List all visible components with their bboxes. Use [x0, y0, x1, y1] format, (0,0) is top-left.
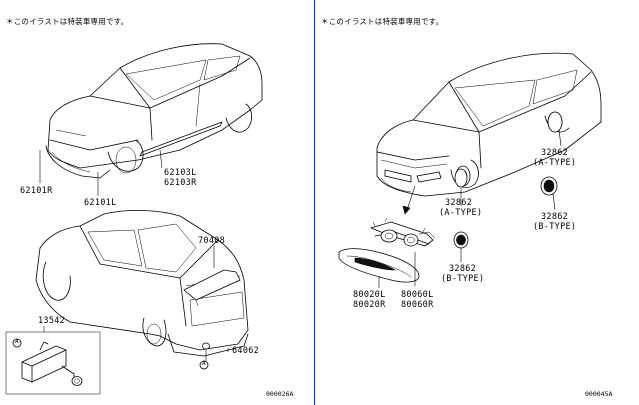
label-32862-b-right: 32862: [541, 212, 569, 222]
left-drawing-code: 000026A: [266, 390, 294, 398]
wheelcap-a-mid: [454, 168, 468, 206]
right-note: ＊このイラストは特装車専用です。: [321, 17, 444, 26]
wagon-front-drawing: [45, 43, 263, 179]
label-80060r: 80060R: [401, 300, 434, 310]
muffler-detail: [5, 326, 101, 395]
label-70408: 70408: [198, 236, 226, 246]
label-80060l: 80060L: [401, 290, 434, 300]
label-62101r: 62101R: [20, 186, 53, 196]
label-type-b-right: (B-TYPE): [533, 222, 577, 232]
wagon-rear-drawing: [35, 209, 249, 357]
callout-letter-rear: A: [202, 360, 206, 367]
label-type-a-top: (A-TYPE): [533, 158, 577, 168]
label-80020l: 80020L: [353, 290, 386, 300]
fog-lamp-bezel: [338, 248, 420, 283]
label-32862-b-mid: 32862: [449, 264, 477, 274]
right-drawing-code: 000045A: [585, 390, 613, 398]
wheelcap-b-mid: [453, 231, 469, 262]
label-62103r: 62103R: [164, 178, 197, 188]
label-13542: 13542: [38, 316, 66, 326]
wheelcap-b-right: [540, 176, 558, 211]
label-62101l: 62101L: [84, 198, 117, 208]
callout-letter-detail: A: [15, 338, 19, 345]
left-illustration: [5, 43, 263, 395]
left-panel: ＊このイラストは特装車専用です。: [0, 0, 314, 405]
label-type-b-mid: (B-TYPE): [441, 274, 485, 284]
label-type-a-mid: (A-TYPE): [439, 208, 483, 218]
label-64062: 64062: [232, 346, 260, 356]
label-62103l: 62103L: [164, 168, 197, 178]
right-panel: ＊このイラストは特装車専用です。: [315, 0, 639, 405]
label-80020r: 80020R: [353, 300, 386, 310]
wagon-front-fog-drawing: [376, 52, 602, 197]
fog-lamp-assembly: [370, 217, 436, 247]
left-note: ＊このイラストは特装車専用です。: [6, 17, 129, 26]
label-32862-a-top: 32862: [541, 148, 569, 158]
right-illustration: [338, 52, 602, 288]
panel-divider: [314, 0, 315, 405]
wheelcap-a-top: [547, 111, 563, 147]
label-32862-a-mid: 32862: [445, 198, 473, 208]
